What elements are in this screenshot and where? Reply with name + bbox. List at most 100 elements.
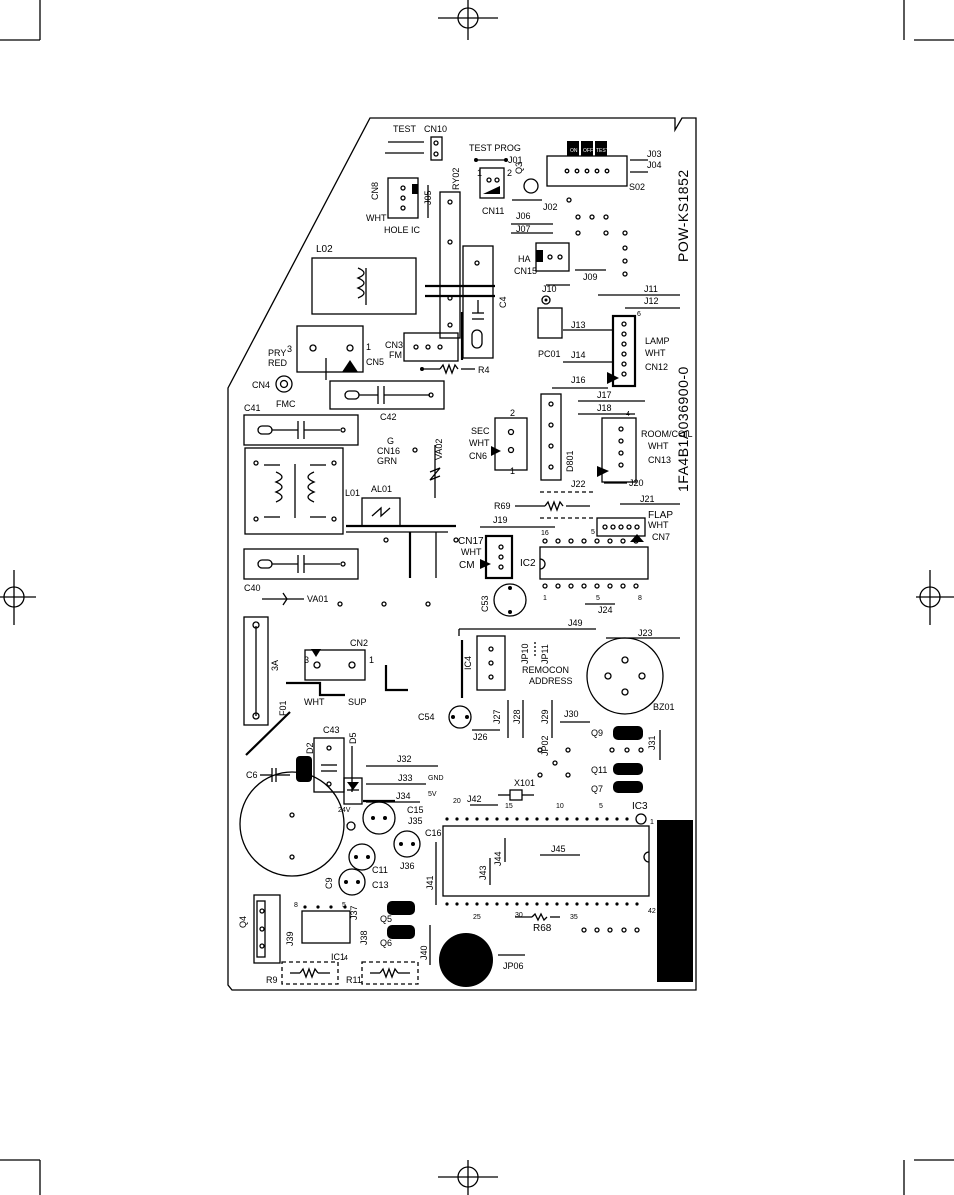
- connector-cn3: CN3 FM: [385, 312, 464, 362]
- svg-text:RY02: RY02: [451, 168, 461, 190]
- svg-text:20: 20: [453, 798, 461, 805]
- inductor-l02: L02: [311, 244, 495, 315]
- svg-text:SUP: SUP: [348, 697, 367, 707]
- svg-text:J35: J35: [408, 816, 423, 826]
- svg-text:CN10: CN10: [424, 124, 447, 134]
- svg-text:Q5: Q5: [380, 914, 392, 924]
- svg-text:SEC: SEC: [471, 426, 490, 436]
- part-number: 1FA4B1A036900-0: [675, 366, 691, 492]
- svg-text:Q9: Q9: [591, 728, 603, 738]
- svg-text:TEST: TEST: [596, 148, 609, 154]
- fmc-r4: CN4 FMC R4: [252, 363, 490, 409]
- svg-text:J28: J28: [512, 709, 522, 724]
- svg-text:PRY: PRY: [268, 348, 286, 358]
- ic3: 20 J42 15 10 5 IC3 1 J44 J45 J43 J41: [425, 794, 656, 934]
- svg-text:CN6: CN6: [469, 451, 487, 461]
- c43-d2-d5: C43 D2 D5: [296, 725, 363, 805]
- svg-text:1: 1: [543, 595, 547, 602]
- svg-text:J16: J16: [571, 375, 586, 385]
- svg-text:RED: RED: [268, 358, 288, 368]
- svg-text:D5: D5: [348, 732, 358, 744]
- connector-cn7: 5 FLAP WHT CN7: [591, 510, 673, 542]
- jumpers-j17-j18: J17 J18: [578, 390, 645, 415]
- svg-text:WHT: WHT: [645, 348, 666, 358]
- svg-text:J12: J12: [644, 296, 659, 306]
- buzzer-bz01: J49 J23 BZ01: [458, 618, 680, 715]
- svg-text:J38: J38: [359, 930, 369, 945]
- svg-text:5V: 5V: [428, 791, 437, 798]
- connector-cn8: CN8 WHT HOLE IC J05: [366, 177, 433, 235]
- connector-cn11: 1 2 CN11 Q3 J02: [477, 162, 572, 216]
- svg-text:JP06: JP06: [503, 961, 524, 971]
- svg-text:VA02: VA02: [434, 439, 444, 460]
- al01: AL01: [346, 484, 456, 578]
- board-outline: [227, 117, 697, 991]
- svg-text:J39: J39: [285, 931, 295, 946]
- svg-text:CN7: CN7: [652, 532, 670, 542]
- svg-text:FMC: FMC: [276, 399, 296, 409]
- svg-text:16: 16: [541, 530, 549, 537]
- fuse-f01: 3A F01: [243, 616, 288, 726]
- svg-text:CN12: CN12: [645, 362, 668, 372]
- svg-text:C13: C13: [372, 880, 389, 890]
- svg-text:FM: FM: [389, 350, 402, 360]
- svg-text:X101: X101: [514, 778, 535, 788]
- svg-text:Q6: Q6: [380, 938, 392, 948]
- svg-text:5: 5: [591, 529, 595, 536]
- svg-text:JP02: JP02: [540, 735, 550, 756]
- svg-text:24V: 24V: [338, 807, 351, 814]
- va02-cn16: G CN16 GRN VA02: [377, 436, 444, 498]
- svg-text:CN5: CN5: [366, 357, 384, 367]
- svg-text:5: 5: [599, 803, 603, 810]
- svg-text:D801: D801: [565, 450, 575, 472]
- svg-text:J18: J18: [597, 403, 612, 413]
- svg-text:5: 5: [596, 595, 600, 602]
- svg-text:15: 15: [505, 803, 513, 810]
- capacitor-c53: C53: [480, 583, 527, 617]
- svg-text:C4: C4: [498, 296, 508, 308]
- svg-text:J07: J07: [516, 224, 531, 234]
- svg-text:Q4: Q4: [238, 916, 248, 928]
- test-cn10: TEST CN10: [385, 124, 447, 161]
- svg-text:J26: J26: [473, 732, 488, 742]
- large-black-pad: [439, 933, 493, 987]
- svg-text:AL01: AL01: [371, 484, 392, 494]
- svg-text:CN16: CN16: [377, 446, 400, 456]
- svg-text:C16: C16: [425, 828, 442, 838]
- svg-text:CM: CM: [459, 560, 475, 571]
- svg-text:JP11: JP11: [540, 644, 550, 664]
- svg-text:C15: C15: [407, 805, 424, 815]
- svg-text:C41: C41: [244, 403, 261, 413]
- ic4-remocon: IC4 JP10 JP11 REMOCON ADDRESS: [460, 635, 573, 698]
- svg-text:F01: F01: [278, 700, 288, 716]
- capacitor-c40: C40 VA01: [243, 548, 359, 606]
- svg-text:J04: J04: [647, 160, 662, 170]
- board-code: POW-KS1852: [675, 169, 691, 262]
- svg-text:J14: J14: [571, 350, 586, 360]
- svg-text:ADDRESS: ADDRESS: [529, 676, 573, 686]
- svg-text:J13: J13: [571, 320, 586, 330]
- svg-text:42: 42: [648, 908, 656, 915]
- svg-text:R11: R11: [346, 975, 362, 985]
- svg-text:CN13: CN13: [648, 455, 671, 465]
- svg-text:CN4: CN4: [252, 380, 270, 390]
- svg-text:10: 10: [556, 803, 564, 810]
- svg-text:J19: J19: [493, 515, 508, 525]
- svg-text:J30: J30: [564, 709, 579, 719]
- d801: D801: [540, 393, 575, 481]
- svg-text:1: 1: [510, 466, 515, 476]
- svg-text:3: 3: [304, 655, 309, 665]
- svg-text:Q11: Q11: [591, 765, 607, 775]
- svg-text:IC4: IC4: [463, 656, 473, 670]
- test-prog: TEST PROG J01: [469, 143, 523, 165]
- switch-s02: ON OFF TEST S02 J03 J04: [546, 141, 662, 192]
- capacitor-c41: C41: [243, 403, 359, 446]
- svg-text:HA: HA: [518, 254, 531, 264]
- svg-text:GRN: GRN: [377, 456, 397, 466]
- svg-text:FLAP: FLAP: [648, 510, 673, 521]
- svg-text:1: 1: [650, 819, 654, 826]
- svg-text:J33: J33: [398, 773, 413, 783]
- svg-text:S02: S02: [629, 182, 645, 192]
- svg-text:J34: J34: [396, 791, 411, 801]
